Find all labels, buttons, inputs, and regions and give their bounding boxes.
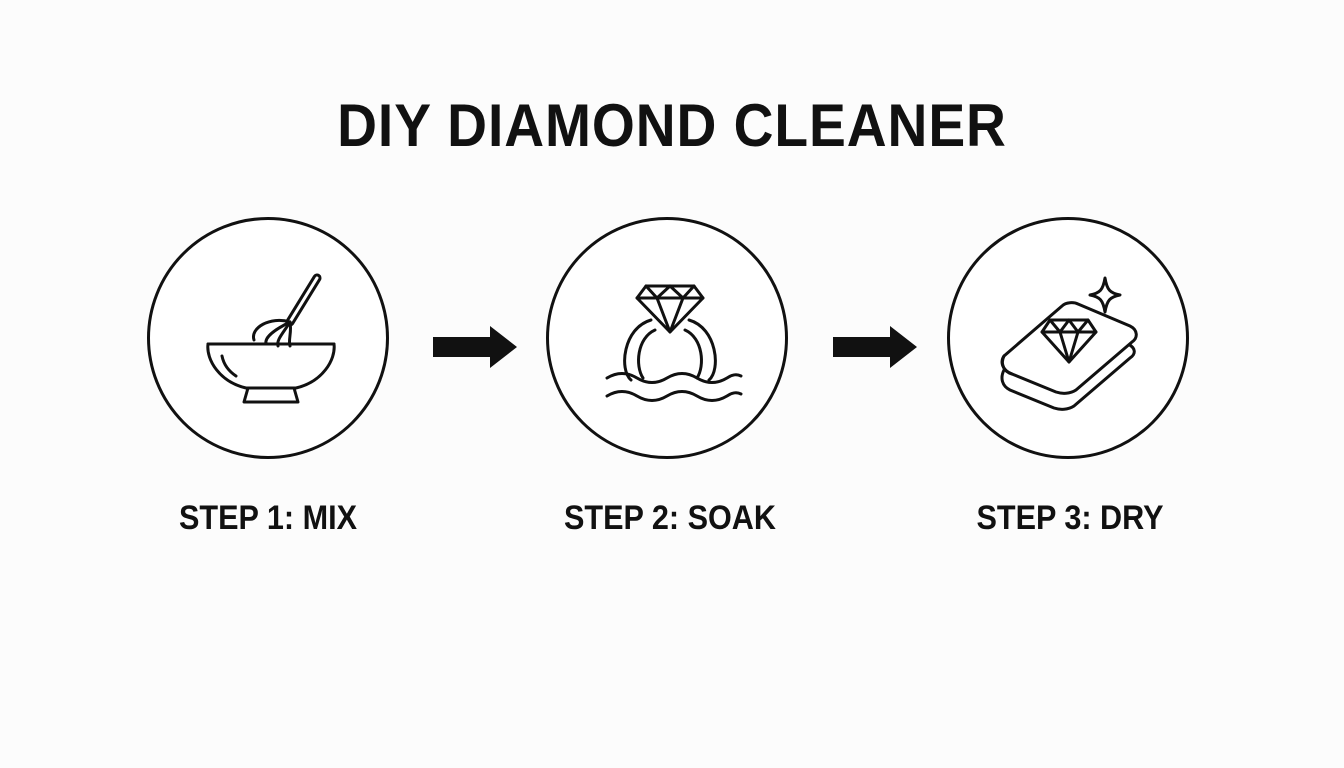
arrow-right-icon <box>433 326 517 368</box>
step-2-label: STEP 2: SOAK <box>563 499 776 537</box>
sparkle-icon <box>1088 276 1122 314</box>
diamond-on-cloth-icon <box>1000 276 1138 411</box>
step-1-circle <box>147 217 389 459</box>
page-title: DIY DIAMOND CLEANER <box>337 92 1007 159</box>
step-1-label: STEP 1: MIX <box>178 499 357 537</box>
step-3-label: STEP 3: DRY <box>976 499 1164 537</box>
arrow-right-icon <box>833 326 917 368</box>
ring-in-water-icon <box>605 284 743 402</box>
step-3-circle <box>947 217 1189 459</box>
bowl-whisk-icon <box>206 273 336 404</box>
step-2-circle <box>546 217 788 459</box>
